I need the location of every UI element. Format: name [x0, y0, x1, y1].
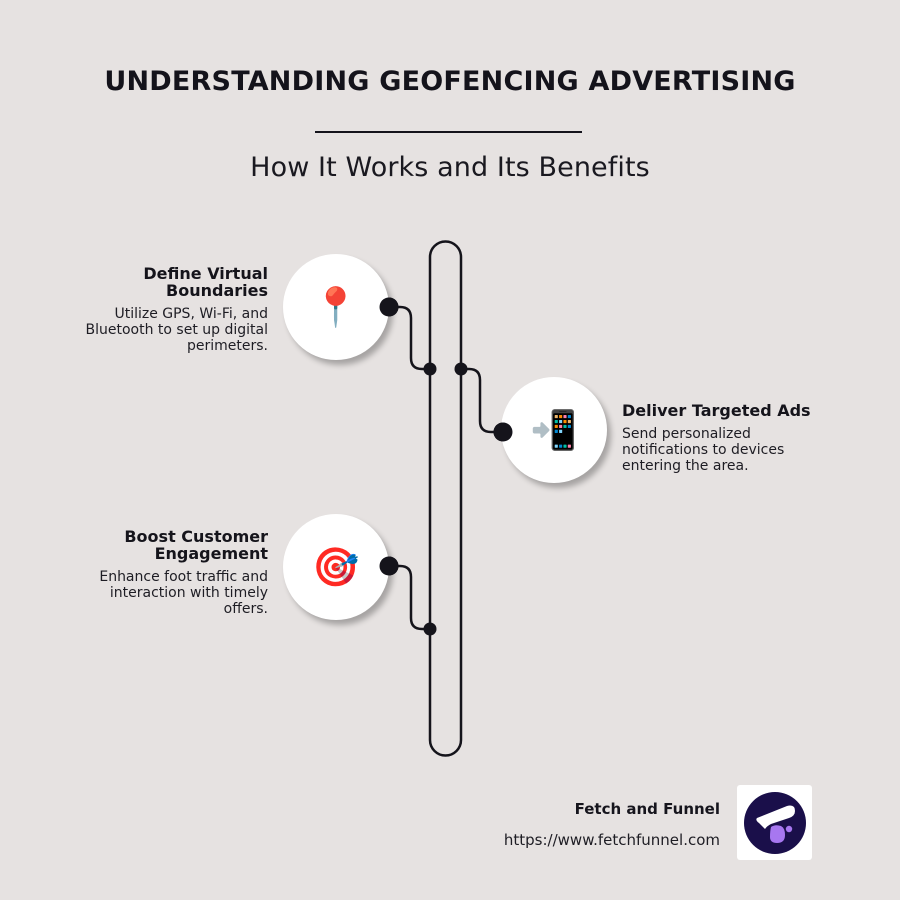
junction-dot-step-2 — [454, 362, 468, 376]
fetch-and-funnel-logo-icon — [743, 791, 806, 854]
junction-dot-step-3 — [423, 622, 437, 636]
bullseye-dart-icon: 🎯 — [312, 545, 360, 589]
title-divider — [315, 131, 582, 133]
page-subtitle: How It Works and Its Benefits — [250, 152, 650, 183]
step-2-node: 📲 — [501, 377, 607, 483]
step-3-description: Enhance foot traffic and interaction wit… — [99, 569, 268, 617]
node-dot-overlay-step-1 — [379, 297, 399, 317]
step-2-description: Send personalized notifications to devic… — [622, 426, 785, 474]
mobile-phone-with-arrow-icon: 📲 — [530, 408, 578, 452]
step-2-title: Deliver Targeted Ads — [622, 401, 811, 420]
step-1-title: Define Virtual Boundaries — [143, 264, 268, 300]
pushpin-icon: 📍 — [312, 285, 360, 329]
step-1-text: Define Virtual Boundaries Utilize GPS, W… — [28, 264, 269, 354]
junction-dot-step-1 — [423, 362, 437, 376]
node-dot-overlay-step-2 — [493, 422, 513, 442]
track-loop — [428, 240, 463, 757]
step-1-node: 📍 — [283, 254, 389, 360]
node-dot-overlay-step-3 — [379, 556, 399, 576]
step-1-description: Utilize GPS, Wi-Fi, and Bluetooth to set… — [85, 306, 269, 354]
step-3-node: 🎯 — [283, 514, 389, 620]
page-title: UNDERSTANDING GEOFENCING ADVERTISING — [104, 66, 796, 97]
brand-url-link[interactable]: https://www.fetchfunnel.com — [503, 831, 720, 849]
step-3-text: Boost Customer Engagement Enhance foot t… — [28, 528, 268, 617]
brand-name: Fetch and Funnel — [574, 800, 720, 818]
step-2-text: Deliver Targeted Ads Send personalized n… — [622, 402, 882, 474]
step-3-title: Boost Customer Engagement — [124, 527, 268, 563]
brand-logo — [737, 785, 812, 860]
